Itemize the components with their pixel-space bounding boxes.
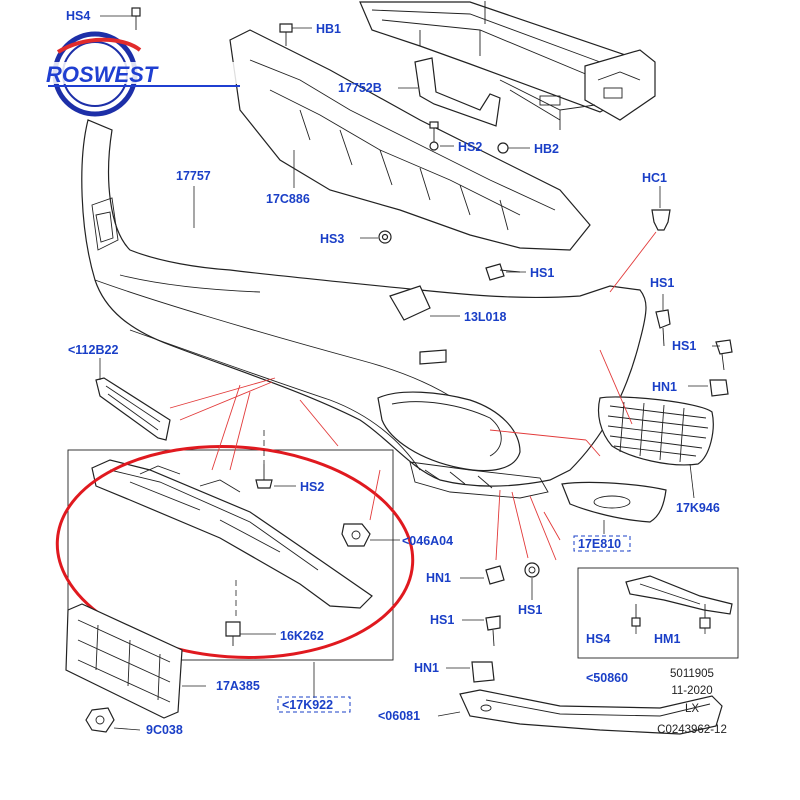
callout-hs2-mid: HS2 <box>300 480 324 494</box>
callout-hs1-mid: HS1 <box>530 266 554 280</box>
callout-17e810-box <box>573 535 631 552</box>
red-leader-lines <box>169 231 657 561</box>
callout-17a385: 17A385 <box>216 679 260 693</box>
energy-absorber <box>229 29 591 251</box>
callout-hs3: HS3 <box>320 232 344 246</box>
callout-hb1: HB1 <box>316 22 341 36</box>
callout-hn1-low: HN1 <box>426 571 451 585</box>
callout-50860: <50860 <box>586 671 628 685</box>
callout-hs1-right: HS1 <box>650 276 674 290</box>
meta-line-1: 5011905 <box>670 668 714 680</box>
callout-hn1-side: HN1 <box>652 380 677 394</box>
callout-hs1-side: HS1 <box>672 339 696 353</box>
meta-line-2: 11-2020 <box>671 685 712 697</box>
callout-17k946: 17K946 <box>676 501 720 515</box>
callout-13l018: 13L018 <box>464 310 506 324</box>
brand-logo: ROSWEST <box>42 31 242 117</box>
callout-16k262: 16K262 <box>280 629 324 643</box>
callout-labels: HS4 HB1 17752B HS2 HB2 17757 HC1 17C886 … <box>66 9 720 737</box>
mounting-bracket <box>414 57 501 127</box>
fasteners <box>85 7 733 733</box>
callout-hc1: HC1 <box>642 171 667 185</box>
callout-hm1: HM1 <box>654 632 680 646</box>
left-bracket <box>95 377 171 441</box>
meta-line-4: C0243962-12 <box>657 724 727 736</box>
callout-hs1-bottom: HS1 <box>430 613 454 627</box>
lower-spoiler <box>67 449 394 661</box>
callout-17k922-box <box>277 696 351 713</box>
callout-hb2: HB2 <box>534 142 559 156</box>
callout-hs2-top: HS2 <box>458 140 482 154</box>
drawing-meta: 5011905 11-2020 LX C0243962-12 <box>657 668 727 736</box>
logo-swoosh <box>56 37 142 54</box>
side-grille <box>597 396 714 466</box>
callout-hs1-low: HS1 <box>518 603 542 617</box>
impact-beam <box>359 1 656 130</box>
callout-046a04: <046A04 <box>402 534 453 548</box>
callout-17757: 17757 <box>176 169 211 183</box>
logo-text: ROSWEST <box>46 62 159 87</box>
callout-17c886: 17C886 <box>266 192 310 206</box>
callout-17k922: <17K922 <box>282 698 333 712</box>
meta-line-3: LX <box>685 703 699 715</box>
license-plate-bracket <box>65 603 183 719</box>
callout-hs4-top: HS4 <box>66 9 90 23</box>
callout-17e810: 17E810 <box>578 537 621 551</box>
callout-hn1-bottom: HN1 <box>414 661 439 675</box>
inset-bracket-box <box>577 567 739 659</box>
callout-112b22: <112B22 <box>68 343 118 357</box>
leader-lines <box>99 15 720 731</box>
callout-9c038: 9C038 <box>146 723 183 737</box>
lower-trim-strip <box>459 689 723 735</box>
highlight-ellipse <box>55 445 415 659</box>
callout-06081: <06081 <box>378 709 420 723</box>
callout-17752b: 17752B <box>338 81 382 95</box>
callout-hs4-box: HS4 <box>586 632 610 646</box>
fog-bezel <box>561 481 667 523</box>
